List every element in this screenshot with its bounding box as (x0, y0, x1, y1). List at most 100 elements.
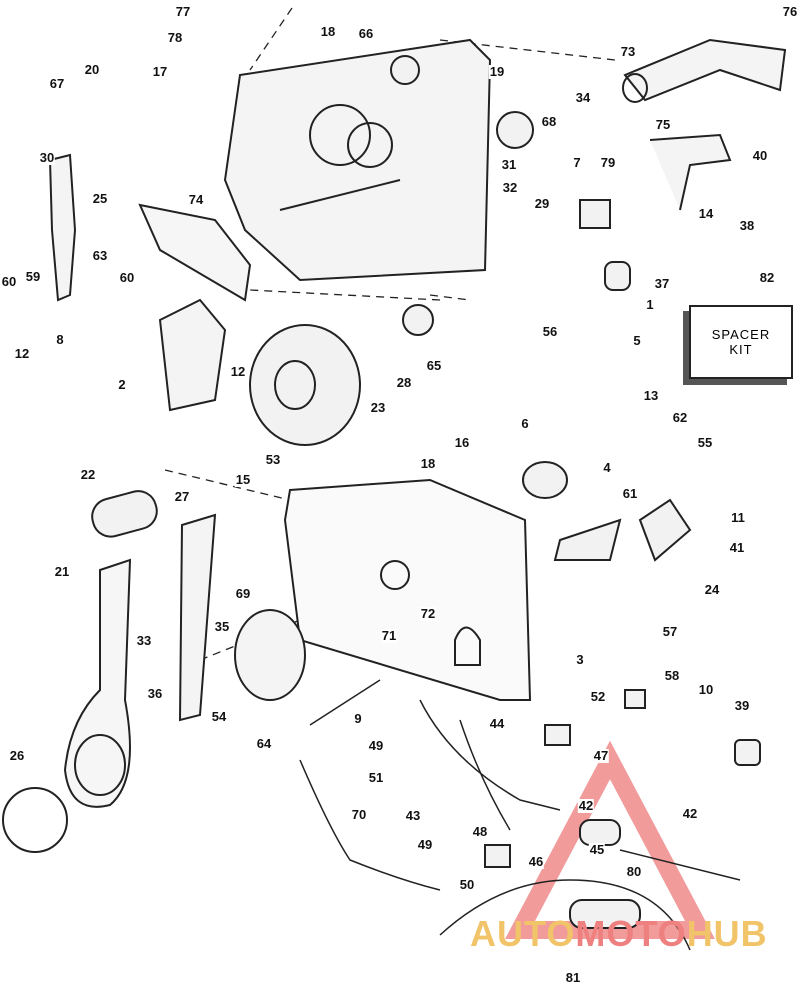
part-number-label: 49 (416, 837, 434, 852)
part-number-label: 3 (575, 652, 585, 667)
part-number-label: 6 (520, 416, 530, 431)
part-number-label: 11 (730, 510, 746, 525)
part-number-label: 44 (488, 716, 506, 731)
part-number-label: 68 (540, 114, 558, 129)
part-number-label: 59 (24, 269, 42, 284)
part-number-label: 61 (621, 486, 639, 501)
part-number-label: 45 (588, 842, 606, 857)
part-number-label: 20 (83, 62, 101, 77)
control-handle-part (63, 558, 132, 808)
small-parts (390, 55, 761, 929)
slider-part (178, 513, 217, 722)
part-number-label: 41 (728, 540, 746, 555)
part-number-label: 72 (419, 606, 437, 621)
part-number-label: 64 (255, 736, 273, 751)
part-number-label: 36 (146, 686, 164, 701)
grip-part (91, 490, 158, 538)
bracket-part (649, 133, 732, 211)
spacer-kit-line1: SPACER (711, 327, 771, 342)
part-number-label: 27 (173, 489, 191, 504)
wiring-harness-part (299, 679, 741, 951)
part-number-label: 82 (758, 270, 776, 285)
part-number-label: 5 (632, 333, 642, 348)
part-number-label: 8 (55, 332, 65, 347)
part-number-label: 47 (592, 748, 610, 763)
spacer-kit-line2: KIT (729, 342, 753, 357)
part-number-label: 29 (533, 196, 551, 211)
spacer-kit-box: SPACER KIT (689, 305, 793, 379)
part-number-label: 71 (380, 628, 398, 643)
part-number-label: 14 (697, 206, 715, 221)
part-number-label: 26 (8, 748, 26, 763)
part-number-label: 21 (53, 564, 71, 579)
part-number-label: 75 (654, 117, 672, 132)
part-number-label: 52 (589, 689, 607, 704)
part-number-label: 56 (541, 324, 559, 339)
part-number-label: 32 (501, 180, 519, 195)
part-number-label: 17 (151, 64, 169, 79)
part-number-label: 73 (619, 44, 637, 59)
part-number-label: 53 (264, 452, 282, 467)
part-number-label: 39 (733, 698, 751, 713)
part-number-label: 12 (13, 346, 31, 361)
part-number-label: 60 (118, 270, 136, 285)
arm-part (48, 153, 77, 302)
watermark-part1: AUTO (470, 913, 576, 954)
part-number-label: 31 (500, 157, 518, 172)
part-number-label: 42 (681, 806, 699, 821)
part-number-label: 66 (357, 26, 375, 41)
part-number-label: 9 (353, 711, 363, 726)
part-number-label: 2 (117, 377, 127, 392)
part-number-label: 13 (642, 388, 660, 403)
throttle-arm-part (622, 38, 787, 103)
ring-part (234, 609, 306, 701)
o-ring-part (2, 787, 68, 853)
part-number-label: 65 (425, 358, 443, 373)
part-number-label: 1 (645, 297, 655, 312)
part-number-label: 78 (166, 30, 184, 45)
part-number-label: 18 (319, 24, 337, 39)
part-number-label: 23 (369, 400, 387, 415)
part-number-label: 24 (703, 582, 721, 597)
part-number-label: 37 (653, 276, 671, 291)
part-number-label: 62 (671, 410, 689, 425)
part-number-label: 50 (458, 877, 476, 892)
part-number-label: 49 (367, 738, 385, 753)
part-number-label: 58 (663, 668, 681, 683)
watermark-triangle (505, 740, 715, 939)
part-number-label: 54 (210, 709, 228, 724)
part-number-label: 19 (488, 64, 506, 79)
part-number-label: 15 (234, 472, 252, 487)
part-number-label: 30 (38, 150, 56, 165)
part-number-label: 28 (395, 375, 413, 390)
part-number-label: 74 (187, 192, 205, 207)
part-number-label: 63 (91, 248, 109, 263)
part-number-label: 60 (0, 274, 18, 289)
part-number-label: 7 (572, 155, 582, 170)
watermark: AUTOMOTOHUB (470, 914, 768, 954)
part-number-label: 18 (419, 456, 437, 471)
part-number-label: 34 (574, 90, 592, 105)
part-number-label: 48 (471, 824, 489, 839)
part-number-label: 57 (661, 624, 679, 639)
cover-part (283, 478, 532, 701)
watermark-part3: HUB (686, 913, 768, 954)
part-number-label: 40 (751, 148, 769, 163)
housing-part (223, 38, 492, 282)
part-number-label: 33 (135, 633, 153, 648)
plate-part (138, 203, 252, 302)
part-number-label: 67 (48, 76, 66, 91)
part-number-label: 35 (213, 619, 231, 634)
part-number-label: 76 (781, 4, 799, 19)
part-number-label: 70 (350, 807, 368, 822)
part-number-label: 81 (564, 970, 582, 985)
part-number-label: 25 (91, 191, 109, 206)
part-number-label: 55 (696, 435, 714, 450)
part-number-label: 12 (229, 364, 247, 379)
lever-part (158, 298, 227, 412)
watermark-part2: MOTO (575, 913, 687, 954)
gear-part (249, 324, 361, 446)
part-number-label: 16 (453, 435, 471, 450)
part-number-label: 79 (599, 155, 617, 170)
